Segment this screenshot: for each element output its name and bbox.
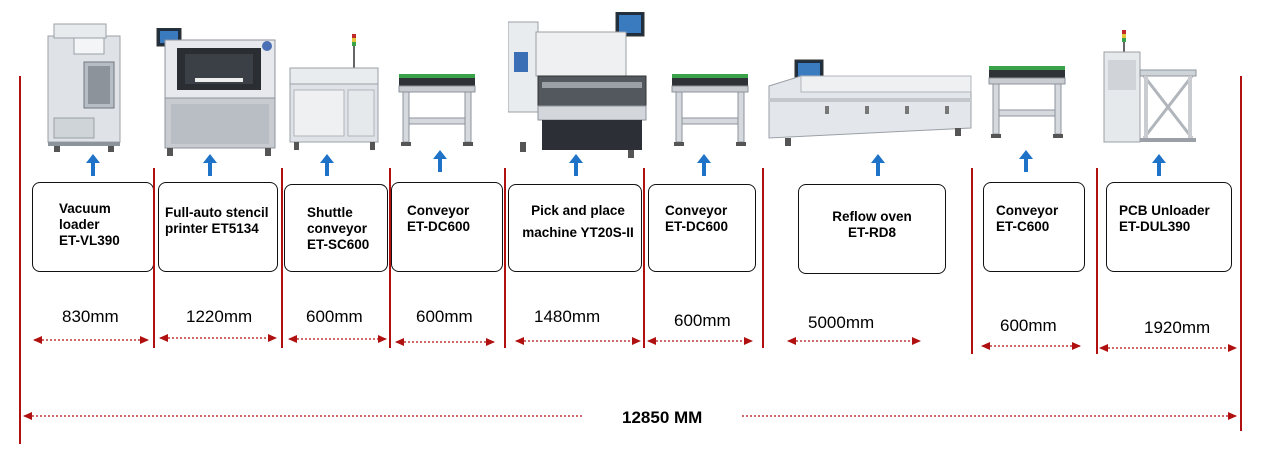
conveyor-1-image bbox=[395, 70, 480, 148]
total-length: 12850 MM bbox=[622, 408, 703, 427]
label-conveyor-2: Conveyor ET-DC600 bbox=[648, 184, 756, 272]
up-arrow-icon bbox=[1152, 154, 1166, 176]
stencil-printer-image bbox=[155, 28, 280, 156]
label-stencil-printer: Full-auto stencil printer ET5134 bbox=[158, 182, 278, 272]
up-arrow-icon bbox=[433, 150, 447, 172]
label-reflow-oven: Reflow oven ET-RD8 bbox=[798, 184, 946, 274]
up-arrow-icon bbox=[697, 154, 711, 176]
label-pick-and-place: Pick and place machine YT20S-II bbox=[508, 184, 642, 272]
up-arrow-icon bbox=[203, 154, 217, 176]
pick-and-place-image bbox=[508, 12, 648, 160]
length-vacuum-loader: 830mm bbox=[62, 307, 119, 326]
up-arrow-icon bbox=[86, 154, 100, 176]
separator-line bbox=[153, 168, 155, 348]
label-shuttle-conveyor: Shuttle conveyor ET-SC600 bbox=[284, 184, 388, 272]
label-vacuum-loader: Vacuum loader ET-VL390 bbox=[32, 182, 154, 272]
conveyor-2-image bbox=[668, 70, 753, 148]
up-arrow-icon bbox=[320, 154, 334, 176]
label-conveyor-1: Conveyor ET-DC600 bbox=[391, 182, 503, 272]
length-conveyor-1: 600mm bbox=[416, 307, 473, 326]
separator-line bbox=[1096, 168, 1098, 354]
label-pcb-unloader: PCB Unloader ET-DUL390 bbox=[1106, 182, 1232, 272]
separator-line bbox=[281, 168, 283, 348]
separator-line bbox=[643, 168, 645, 348]
shuttle-conveyor-image bbox=[286, 34, 381, 154]
length-pick-and-place: 1480mm bbox=[534, 307, 601, 326]
up-arrow-icon bbox=[1019, 150, 1033, 172]
length-conveyor-3: 600mm bbox=[1000, 316, 1057, 335]
boundary-line bbox=[19, 76, 21, 444]
up-arrow-icon bbox=[569, 154, 583, 176]
reflow-oven-image bbox=[765, 58, 975, 148]
pcb-unloader-image bbox=[1100, 30, 1200, 150]
separator-line bbox=[504, 168, 506, 348]
length-reflow-oven: 5000mm bbox=[808, 313, 875, 332]
up-arrow-icon bbox=[871, 154, 885, 176]
length-conveyor-2: 600mm bbox=[674, 311, 731, 330]
length-shuttle-conveyor: 600mm bbox=[306, 307, 363, 326]
boundary-line bbox=[1240, 76, 1242, 431]
conveyor-3-image bbox=[985, 62, 1070, 140]
length-pcb-unloader: 1920mm bbox=[1144, 318, 1211, 337]
separator-line bbox=[762, 168, 764, 348]
separator-line bbox=[971, 168, 973, 354]
length-stencil-printer: 1220mm bbox=[186, 307, 253, 326]
label-conveyor-3: Conveyor ET-C600 bbox=[983, 182, 1085, 272]
vacuum-loader-image bbox=[40, 18, 130, 153]
separator-line bbox=[389, 168, 391, 348]
